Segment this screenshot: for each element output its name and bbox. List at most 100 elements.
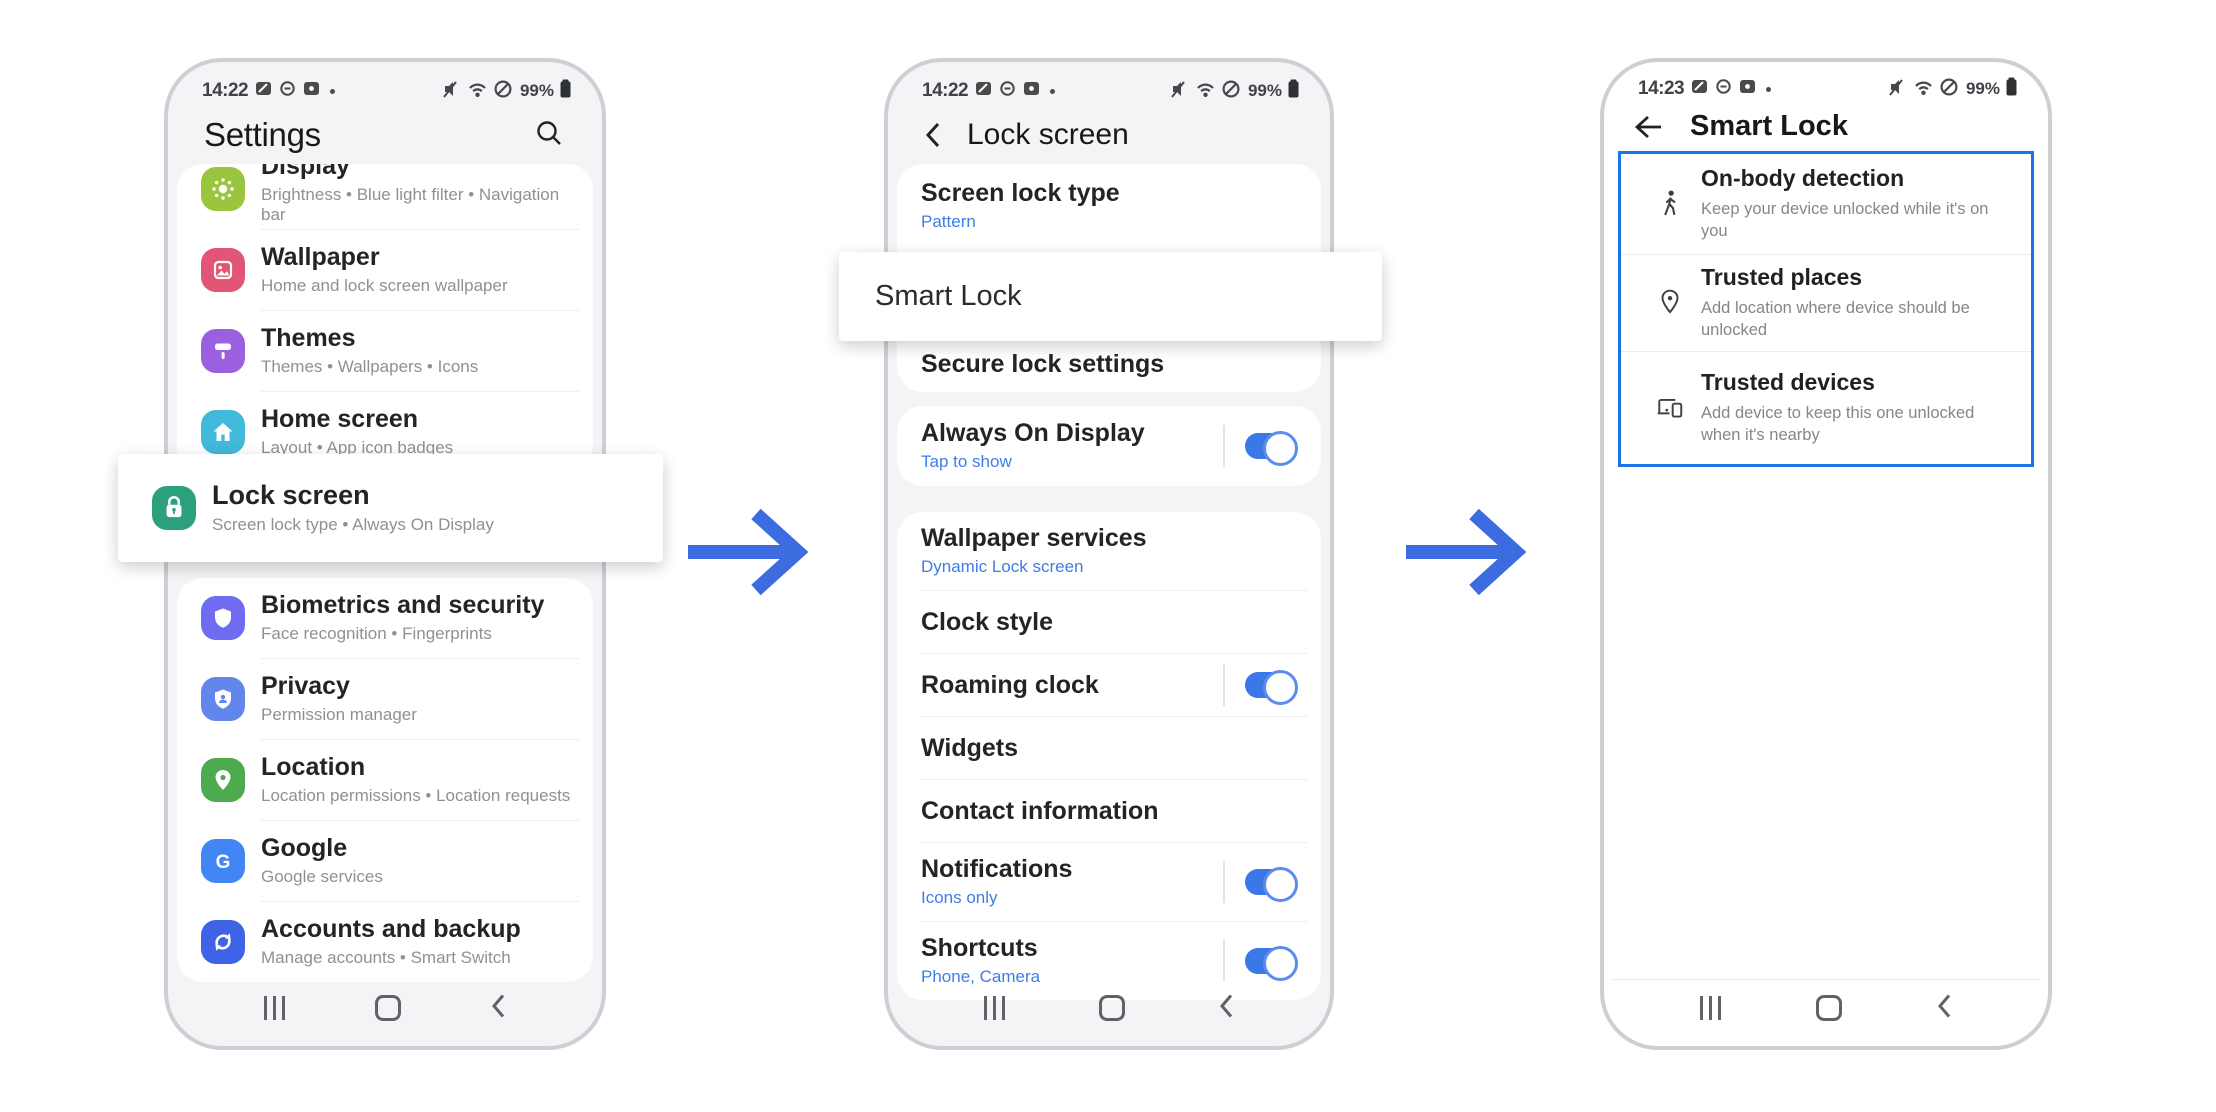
phone-settings: 14:22 99% Settings <box>118 58 663 1050</box>
privacy-icon <box>201 677 245 721</box>
item-title: Shortcuts <box>921 934 1038 963</box>
divider <box>261 658 579 659</box>
status-left-cluster: 14:22 <box>922 80 1056 102</box>
mute-icon <box>1888 77 1908 102</box>
item-value: Phone, Camera <box>921 967 1041 987</box>
back-button[interactable] <box>490 993 506 1024</box>
item-subtitle: Brightness • Blue light filter • Navigat… <box>261 184 560 225</box>
divider <box>921 921 1307 922</box>
recents-button[interactable] <box>984 996 1005 1020</box>
toggle-separator <box>1223 861 1225 903</box>
page-title: Settings <box>204 116 321 153</box>
item-title: Google <box>261 834 348 863</box>
item-title: On-body detection <box>1701 165 1905 192</box>
item-title: Display <box>261 164 350 181</box>
item-secure-lock-settings[interactable]: Secure lock settings <box>897 336 1321 392</box>
item-title: Biometrics and security <box>261 591 545 620</box>
recents-button[interactable] <box>1700 996 1721 1020</box>
divider <box>261 739 579 740</box>
home-button[interactable] <box>374 995 401 1021</box>
item-title: Always On Display <box>921 419 1145 448</box>
status-bar: 14:22 99% <box>168 62 602 106</box>
back-arrow-icon[interactable] <box>1634 114 1664 140</box>
on-body-detection-icon <box>1639 189 1701 219</box>
item-title: Themes <box>261 324 356 353</box>
item-contact-information[interactable]: Contact information <box>897 780 1321 842</box>
highlighted-smart-lock-item[interactable]: Smart Lock <box>839 252 1382 341</box>
divider <box>261 310 579 311</box>
item-subtitle: Add device to keep this one unlocked whe… <box>1701 404 1975 445</box>
status-right-cluster: 99% <box>442 78 572 104</box>
back-chevron-icon[interactable] <box>924 120 941 150</box>
recents-button[interactable] <box>264 996 285 1020</box>
themes-icon <box>201 329 245 373</box>
status-left-cluster: 14:22 <box>202 80 336 102</box>
item-title: Contact information <box>921 796 1159 825</box>
shortcuts-toggle[interactable] <box>1245 946 1298 981</box>
status-time: 14:22 <box>922 80 969 101</box>
battery-icon <box>559 78 572 104</box>
screenshot-notification-icon <box>1691 78 1708 100</box>
item-title: Wallpaper <box>261 243 380 272</box>
status-time: 14:23 <box>1638 78 1685 99</box>
item-title: Smart Lock <box>875 280 1022 312</box>
roaming-clock-toggle[interactable] <box>1245 670 1298 705</box>
item-roaming-clock[interactable]: Roaming clock <box>897 654 1321 716</box>
lock-screen-header: Lock screen <box>888 106 1330 164</box>
app-update-notification-icon <box>279 80 296 102</box>
item-widgets[interactable]: Widgets <box>897 717 1321 779</box>
more-notifications-dot-icon <box>1050 88 1056 94</box>
item-title: Trusted places <box>1701 264 1863 291</box>
divider <box>921 842 1307 843</box>
divider <box>261 901 579 902</box>
divider <box>921 653 1307 654</box>
status-left-cluster: 14:23 <box>1638 78 1772 100</box>
battery-icon <box>1287 78 1300 104</box>
item-title: Lock screen <box>212 480 370 511</box>
divider <box>261 820 579 821</box>
settings-screen: 14:22 99% Settings <box>168 62 602 1046</box>
search-icon[interactable] <box>534 118 564 153</box>
smart-lock-screen: 14:23 99% Smart Lock <box>1604 62 2048 1046</box>
toggle-separator <box>1223 425 1225 467</box>
divider <box>1621 254 2031 255</box>
navigation-bar <box>1604 980 2048 1046</box>
screenshot-notification-icon <box>255 80 272 102</box>
item-title: Notifications <box>921 855 1073 884</box>
item-title: Screen lock type <box>921 179 1120 208</box>
status-bar: 14:23 99% <box>1604 62 2048 102</box>
mute-icon <box>1170 79 1190 104</box>
back-button[interactable] <box>1218 993 1234 1024</box>
divider <box>921 779 1307 780</box>
home-button[interactable] <box>1815 995 1842 1021</box>
page-title: Smart Lock <box>1690 110 1848 142</box>
back-button[interactable] <box>1936 993 1952 1024</box>
status-time: 14:22 <box>202 80 249 101</box>
item-clock-style[interactable]: Clock style <box>897 591 1321 653</box>
home-button[interactable] <box>1098 995 1125 1021</box>
do-not-disturb-icon <box>493 79 513 104</box>
item-title: Accounts and backup <box>261 915 521 944</box>
display-icon <box>201 167 245 211</box>
always-on-display-toggle[interactable] <box>1245 431 1298 466</box>
notifications-toggle[interactable] <box>1245 867 1298 902</box>
